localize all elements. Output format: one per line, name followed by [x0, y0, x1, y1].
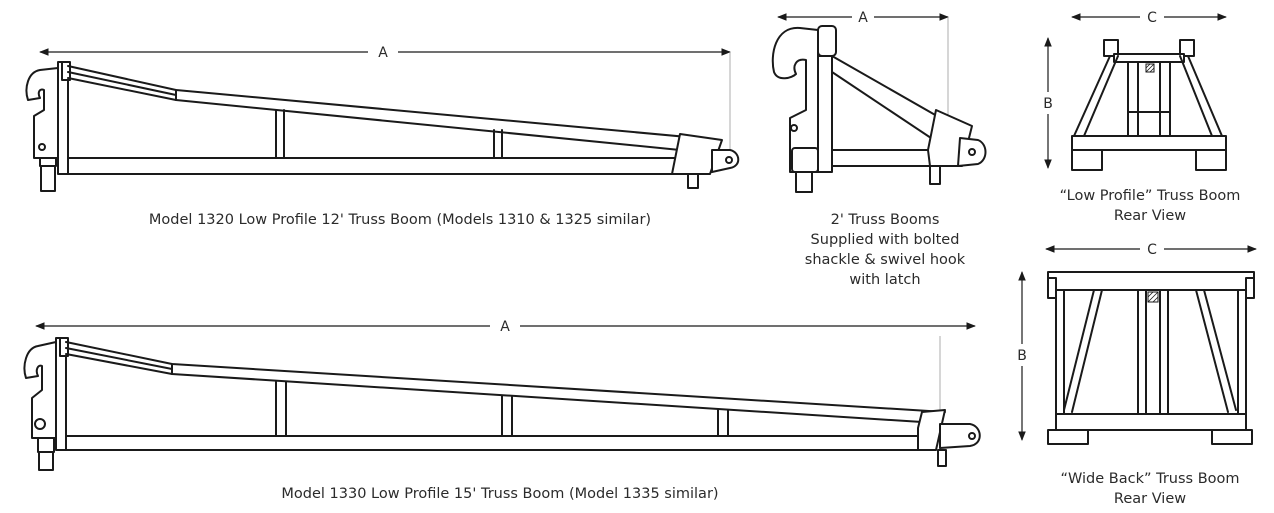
low-profile-rear-view-drawing: C B	[1043, 10, 1227, 171]
wide-back-rear-view-drawing: C B	[1017, 242, 1257, 445]
boom-15ft-post	[38, 451, 54, 471]
caption-wide-back: “Wide Back” Truss Boom Rear View	[1030, 469, 1270, 509]
boom-15ft-vertical-2	[501, 395, 513, 437]
boom-15ft-top-block	[59, 337, 69, 357]
wide-back-left-tab	[1047, 277, 1057, 299]
boom-12ft-hook-bracket	[25, 67, 59, 159]
boom-12ft-pin	[38, 143, 46, 151]
wide-back-right-foot	[1211, 429, 1253, 445]
wide-back-base-beam	[1055, 413, 1247, 431]
wide-back-left-post	[1055, 289, 1065, 431]
low-profile-center-panel	[1127, 61, 1171, 137]
caption-boom-12ft: Model 1320 Low Profile 12' Truss Boom (M…	[148, 212, 652, 228]
caption-low-profile-line-1: “Low Profile” Truss Boom	[1059, 188, 1241, 204]
boom-12ft-vertical-2	[493, 129, 503, 159]
boom-2ft-top-block	[817, 25, 837, 57]
boom-12ft-vertical-1	[275, 109, 285, 159]
wide-back-right-post	[1237, 289, 1247, 431]
caption-boom-2ft-line-1: 2' Truss Booms	[830, 212, 940, 228]
boom-12ft-foot-plate	[39, 157, 57, 167]
wide-back-left-diagonal	[1063, 289, 1103, 413]
low-profile-base-beam	[1071, 135, 1227, 151]
low-profile-right-leg	[1179, 55, 1223, 137]
boom-2ft-dim-a-label: A	[858, 10, 868, 26]
boom-2ft-foot	[795, 171, 813, 193]
boom-12ft-dimension-a: A	[39, 45, 731, 160]
caption-wide-back-line-2: Rear View	[1113, 491, 1187, 507]
wide-back-dim-c-label: C	[1147, 242, 1157, 258]
boom-15ft-tip-post	[937, 449, 947, 467]
boom-15ft-pin	[34, 418, 46, 430]
low-profile-left-leg	[1073, 55, 1119, 137]
boom-12ft-post	[40, 165, 56, 192]
wide-back-top-beam	[1047, 271, 1255, 291]
wide-back-center-post	[1137, 289, 1169, 415]
wide-back-dimension-c: C	[1045, 242, 1257, 258]
boom-2ft-diagonal	[831, 55, 945, 167]
caption-boom-2ft-line-4: with latch	[849, 272, 921, 288]
boom-15ft-top-chord	[65, 341, 946, 423]
caption-boom-15ft: Model 1330 Low Profile 15' Truss Boom (M…	[281, 486, 719, 502]
boom-15ft-hook-bracket	[23, 341, 57, 439]
low-profile-dimension-b: B	[1043, 37, 1053, 169]
boom-15ft-vertical-3	[717, 409, 729, 437]
boom-15ft-bottom-chord	[65, 435, 923, 451]
boom-2ft-tip-post	[929, 165, 941, 185]
boom-15ft-tip	[917, 409, 946, 451]
low-profile-top-bar	[1113, 53, 1185, 63]
boom-12ft-drawing: A	[25, 45, 740, 192]
caption-boom-2ft: 2' Truss Booms Supplied with bolted shac…	[790, 210, 980, 290]
boom-12ft-top-block	[61, 61, 71, 81]
wide-back-dim-b-label: B	[1017, 348, 1027, 364]
boom-15ft-dim-a-label: A	[500, 319, 510, 335]
wide-back-right-tab	[1245, 277, 1255, 299]
boom-12ft-tip	[671, 133, 723, 175]
boom-2ft-hook	[771, 26, 819, 173]
low-profile-dim-b-label: B	[1043, 96, 1053, 112]
boom-15ft-foot-plate	[37, 437, 55, 453]
low-profile-left-foot	[1071, 149, 1103, 171]
caption-low-profile-line-2: Rear View	[1113, 208, 1187, 224]
boom-2ft-dimension-a: A	[777, 10, 949, 128]
caption-low-profile: “Low Profile” Truss Boom Rear View	[1030, 186, 1270, 226]
boom-12ft-bottom-chord	[67, 157, 681, 175]
low-profile-dimension-c: C	[1071, 10, 1227, 26]
boom-12ft-top-chord	[67, 65, 721, 151]
wide-back-left-foot	[1047, 429, 1089, 445]
boom-12ft-tip-post	[687, 173, 699, 189]
low-profile-right-foot	[1195, 149, 1227, 171]
caption-boom-2ft-line-2: Supplied with bolted	[810, 232, 960, 248]
wide-back-right-diagonal	[1195, 289, 1237, 413]
caption-boom-2ft-line-3: shackle & swivel hook	[804, 252, 966, 268]
low-profile-dim-c-label: C	[1147, 10, 1157, 26]
boom-15ft-drawing: A	[23, 319, 981, 471]
boom-15ft-dimension-a: A	[35, 319, 976, 420]
boom-2ft-drawing: A	[771, 10, 987, 193]
boom-12ft-dim-a-label: A	[378, 45, 388, 61]
boom-15ft-vertical-1	[275, 381, 287, 437]
wide-back-dimension-b: B	[1017, 271, 1027, 441]
boom-2ft-post	[817, 55, 833, 173]
boom-2ft-lower-block	[791, 147, 819, 173]
caption-wide-back-line-1: “Wide Back” Truss Boom	[1060, 471, 1240, 487]
